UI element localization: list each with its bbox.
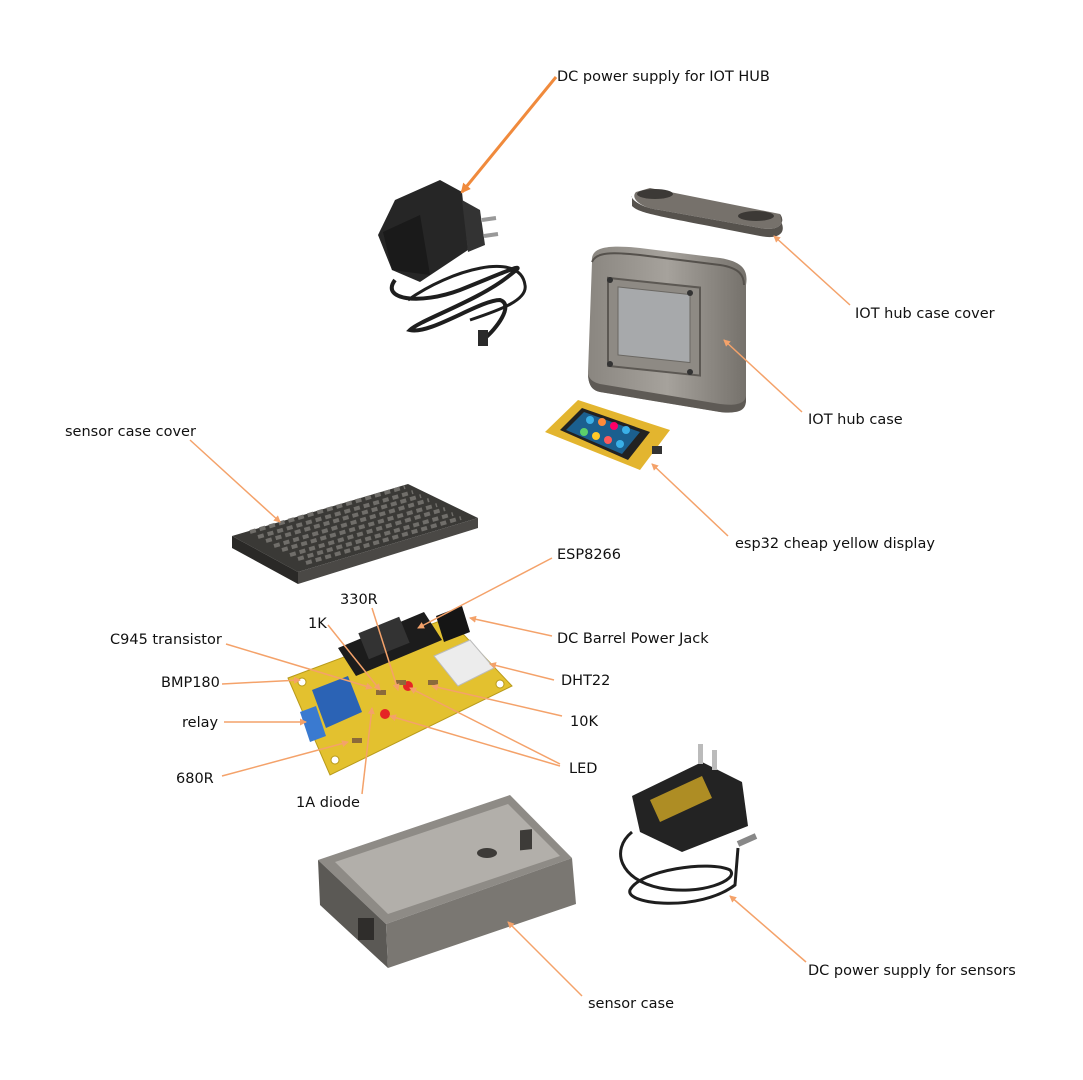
hub-power-adapter-illustration (378, 180, 527, 346)
hub-case-cover-illustration (631, 188, 783, 238)
label-330r: 330R (340, 592, 378, 608)
label-c945: C945 transistor (110, 632, 222, 648)
leader-sensor-case (507, 921, 583, 997)
leader-1a-diode (361, 707, 375, 795)
label-esp32-display: esp32 cheap yellow display (735, 536, 935, 552)
label-10k: 10K (570, 714, 598, 730)
label-dht22: DHT22 (561, 673, 611, 689)
leader-esp32-display (651, 463, 729, 537)
sensor-case-illustration (318, 795, 576, 968)
leader-1k (327, 624, 381, 691)
leader-led-a (389, 714, 561, 767)
leader-led-b (409, 687, 561, 765)
label-dc-power-hub: DC power supply for IOT HUB (557, 69, 770, 85)
leader-330r (371, 607, 400, 691)
esp32-display-illustration (545, 400, 670, 470)
label-dc-jack: DC Barrel Power Jack (557, 631, 709, 647)
label-680r: 680R (176, 771, 214, 787)
leader-sensor-case-cover (189, 439, 281, 523)
leader-hub-case (723, 339, 803, 413)
label-led: LED (569, 761, 598, 777)
label-hub-case: IOT hub case (808, 412, 903, 428)
hub-case-illustration (588, 246, 747, 413)
label-1k: 1K (308, 616, 327, 632)
label-relay: relay (182, 715, 219, 731)
label-sensor-case: sensor case (588, 996, 674, 1012)
label-esp8266: ESP8266 (557, 547, 622, 563)
label-dc-power-sensors: DC power supply for sensors (808, 963, 1016, 979)
leader-c945 (225, 643, 373, 690)
leader-hub-case-cover (773, 235, 851, 306)
label-bmp180: BMP180 (161, 675, 220, 691)
sensor-power-adapter-illustration (619, 744, 758, 905)
label-1a-diode: 1A diode (296, 795, 360, 811)
label-sensor-case-cover: sensor case cover (65, 424, 196, 440)
leader-10k (431, 683, 563, 717)
leader-esp8266 (417, 557, 553, 629)
sensor-case-cover-illustration (232, 484, 478, 584)
pcb-illustration (287, 606, 513, 776)
leader-bmp180 (221, 676, 301, 685)
label-hub-case-cover: IOT hub case cover (855, 306, 995, 322)
leader-680r (221, 740, 349, 777)
leader-sensor-power (729, 895, 807, 963)
arrow-hub-power (460, 76, 558, 194)
leader-dht22 (489, 662, 555, 681)
leader-lines (189, 76, 851, 997)
leader-dc-jack (469, 615, 553, 637)
